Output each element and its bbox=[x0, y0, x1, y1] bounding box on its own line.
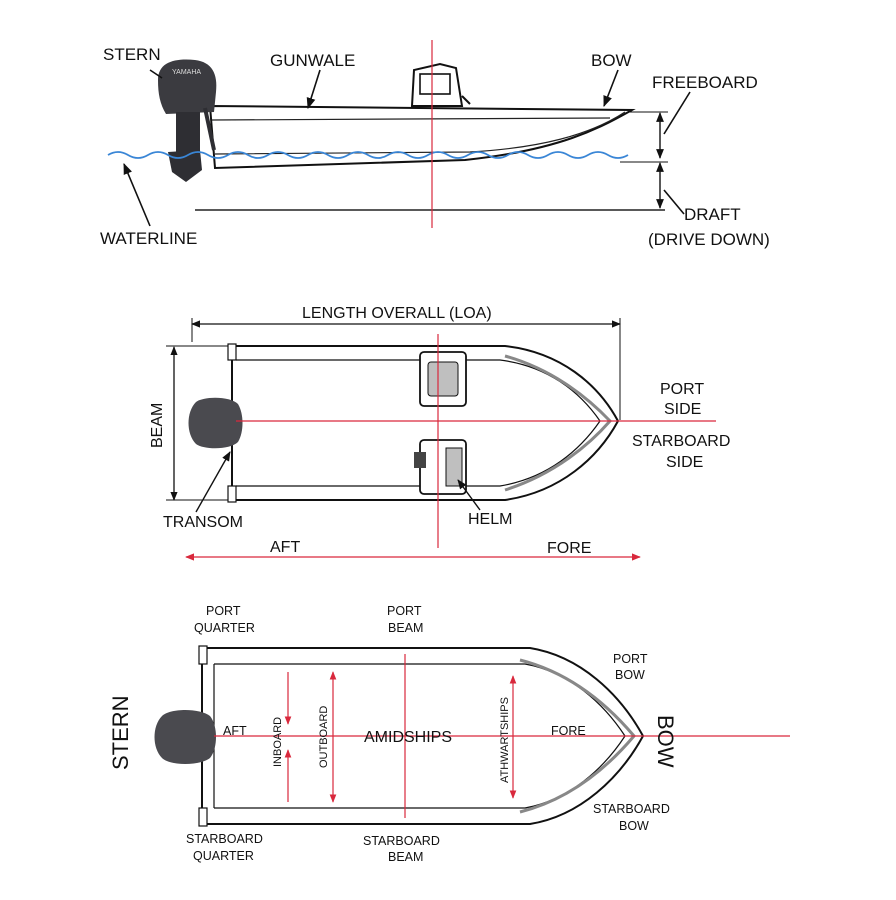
label-port-side-2: SIDE bbox=[664, 401, 701, 418]
label-port-beam-1: PORT bbox=[387, 604, 422, 618]
cleat-top-2 bbox=[198, 645, 208, 665]
side-view: YAMAHA STERN GUNWALE BOW FREEBOARD WATER… bbox=[100, 40, 770, 249]
label-aft: AFT bbox=[270, 539, 300, 556]
label-fore: FORE bbox=[547, 540, 591, 557]
label-starboard-bow-1: STARBOARD bbox=[593, 802, 670, 816]
label-drive-down: (DRIVE DOWN) bbox=[648, 230, 770, 249]
cleat-top bbox=[227, 343, 237, 361]
bow-leader bbox=[603, 69, 619, 108]
console-side bbox=[410, 62, 471, 107]
label-fore-direction: FORE bbox=[551, 724, 586, 738]
label-port-bow-1: PORT bbox=[613, 652, 648, 666]
label-starboard-bow-2: BOW bbox=[619, 819, 649, 833]
label-starboard-side-2: SIDE bbox=[666, 454, 703, 471]
label-transom: TRANSOM bbox=[163, 514, 243, 531]
label-starboard-quarter-2: QUARTER bbox=[193, 849, 254, 863]
hull-chine-line bbox=[211, 117, 611, 121]
cleat-bottom bbox=[227, 485, 237, 503]
label-amidships: AMIDSHIPS bbox=[364, 729, 452, 746]
label-starboard-beam-2: BEAM bbox=[388, 850, 423, 864]
freeboard-leader bbox=[663, 91, 691, 135]
label-stern: STERN bbox=[103, 45, 161, 64]
label-loa: LENGTH OVERALL (LOA) bbox=[302, 305, 492, 322]
label-beam: BEAM bbox=[149, 403, 166, 448]
label-athwartships: ATHWARTSHIPS bbox=[499, 697, 511, 783]
label-port-bow-2: BOW bbox=[615, 668, 645, 682]
stern-leader bbox=[149, 69, 163, 79]
outboard-motor-icon bbox=[158, 59, 217, 182]
label-aft-direction: AFT bbox=[223, 724, 247, 738]
hull-keel-line bbox=[214, 111, 626, 155]
directions-view: PORT QUARTER PORT BEAM PORT BOW STERN BO… bbox=[108, 604, 790, 864]
outboard-top-icon-2 bbox=[154, 710, 216, 764]
label-port-side-1: PORT bbox=[660, 381, 704, 398]
helm-leader bbox=[457, 479, 481, 511]
label-waterline: WATERLINE bbox=[100, 229, 197, 248]
label-bow: BOW bbox=[591, 51, 632, 70]
label-inboard: INBOARD bbox=[272, 717, 284, 767]
label-port-quarter-1: PORT bbox=[206, 604, 241, 618]
label-starboard-quarter-1: STARBOARD bbox=[186, 832, 263, 846]
cleat-bottom-2 bbox=[198, 807, 208, 827]
outboard-top-icon bbox=[188, 397, 243, 449]
label-helm: HELM bbox=[468, 511, 512, 528]
motor-brand-text: YAMAHA bbox=[172, 69, 201, 76]
label-draft: DRAFT bbox=[684, 205, 741, 224]
label-starboard-beam-1: STARBOARD bbox=[363, 834, 440, 848]
label-outboard: OUTBOARD bbox=[318, 706, 330, 768]
label-port-quarter-2: QUARTER bbox=[194, 621, 255, 635]
label-bow-vertical: BOW bbox=[653, 715, 678, 768]
waterline-wave bbox=[107, 151, 629, 159]
label-starboard-side-1: STARBOARD bbox=[632, 433, 730, 450]
gunwale-leader bbox=[306, 69, 321, 110]
top-view: LENGTH OVERALL (LOA) BEAM PORT SIDE STAR… bbox=[149, 305, 730, 561]
label-port-beam-2: BEAM bbox=[388, 621, 423, 635]
helm-console-icon bbox=[414, 439, 467, 495]
label-freeboard: FREEBOARD bbox=[652, 73, 758, 92]
label-gunwale: GUNWALE bbox=[270, 51, 355, 70]
label-stern-vertical: STERN bbox=[108, 695, 133, 770]
waterline-leader bbox=[123, 162, 151, 227]
transom-leader bbox=[195, 451, 231, 513]
draft-leader bbox=[663, 189, 685, 215]
seat-icon bbox=[419, 351, 467, 407]
